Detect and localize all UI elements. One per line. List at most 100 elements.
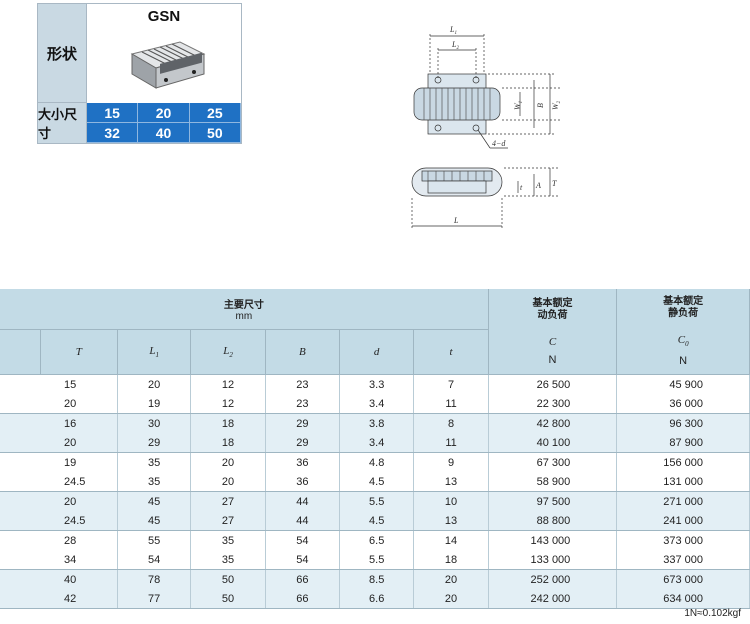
cell-d: 4.5 xyxy=(339,472,415,492)
cell-C0: 673 000 xyxy=(616,569,750,589)
cell-C: 26 500 xyxy=(488,374,618,394)
cell-L2: 27 xyxy=(190,511,266,531)
size-cell: 32 xyxy=(87,123,139,143)
cell-t: 20 xyxy=(413,569,489,589)
cell-L1: 45 xyxy=(117,491,192,511)
cell-L1: 55 xyxy=(117,530,192,550)
cell-C0: 36 000 xyxy=(616,394,750,414)
cell-t: 7 xyxy=(413,374,489,394)
label-t: t xyxy=(520,183,523,192)
cell-B: 36 xyxy=(265,472,341,492)
cell-T: 20 xyxy=(0,433,119,453)
cell-C: 88 800 xyxy=(488,511,618,531)
cell-C: 42 800 xyxy=(488,413,618,433)
cell-C0: 271 000 xyxy=(616,491,750,511)
cell-L2: 12 xyxy=(190,374,266,394)
cell-C: 97 500 xyxy=(488,491,618,511)
cell-C0: 156 000 xyxy=(616,452,750,472)
cell-L1: 19 xyxy=(117,394,192,414)
col-header-T: T xyxy=(40,329,119,375)
col-header-L1: L1 xyxy=(117,329,192,375)
cell-t: 10 xyxy=(413,491,489,511)
cell-T: 28 xyxy=(0,530,119,550)
cell-B: 66 xyxy=(265,569,341,589)
cell-d: 6.6 xyxy=(339,589,415,609)
cell-L1: 35 xyxy=(117,452,192,472)
cell-C: 133 000 xyxy=(488,550,618,570)
col-header-t: t xyxy=(413,329,489,375)
cell-C: 58 900 xyxy=(488,472,618,492)
size-cell: 50 xyxy=(189,123,241,143)
col-header-d: d xyxy=(339,329,415,375)
cell-d: 5.5 xyxy=(339,491,415,511)
cell-t: 9 xyxy=(413,452,489,472)
cell-B: 44 xyxy=(265,491,341,511)
cell-C0: 87 900 xyxy=(616,433,750,453)
cell-d: 3.4 xyxy=(339,394,415,414)
cell-t: 18 xyxy=(413,550,489,570)
cell-B: 54 xyxy=(265,550,341,570)
cell-L2: 18 xyxy=(190,413,266,433)
cell-C0: 373 000 xyxy=(616,530,750,550)
cell-L1: 78 xyxy=(117,569,192,589)
main-dims-header: 主要尺寸 mm xyxy=(0,289,489,330)
model-name: GSN xyxy=(147,8,181,25)
cell-T: 19 xyxy=(0,452,119,472)
cell-L2: 20 xyxy=(190,472,266,492)
cell-t: 14 xyxy=(413,530,489,550)
technical-drawing: L1 L2 W1 B W2 4−d t A T L xyxy=(411,25,562,230)
label-L1: L1 xyxy=(449,25,457,36)
cell-T: 16 xyxy=(0,413,119,433)
cell-C0: 96 300 xyxy=(616,413,750,433)
cell-d: 4.5 xyxy=(339,511,415,531)
cell-L1: 54 xyxy=(117,550,192,570)
cell-T: 40 xyxy=(0,569,119,589)
cell-C0: 337 000 xyxy=(616,550,750,570)
cell-C0: 45 900 xyxy=(616,374,750,394)
size-label: 大小尺寸 xyxy=(38,103,87,143)
cell-L1: 77 xyxy=(117,589,192,609)
label-L2: L2 xyxy=(451,40,459,51)
shape-label: 形状 xyxy=(38,4,87,103)
cell-t: 13 xyxy=(413,511,489,531)
product-card: 形状 GSN 大小尺寸 15 20 25 32 40 50 xyxy=(37,3,242,144)
cell-C0: 634 000 xyxy=(616,589,750,609)
cell-C: 143 000 xyxy=(488,530,618,550)
product-image xyxy=(130,41,206,89)
cell-L1: 30 xyxy=(117,413,192,433)
cell-C: 67 300 xyxy=(488,452,618,472)
cell-L2: 18 xyxy=(190,433,266,453)
cell-B: 36 xyxy=(265,452,341,472)
col-spacer xyxy=(0,329,41,375)
cell-T: 34 xyxy=(0,550,119,570)
cell-t: 20 xyxy=(413,589,489,609)
cell-t: 13 xyxy=(413,472,489,492)
col-header-L2: L2 xyxy=(190,329,266,375)
label-B: B xyxy=(536,103,545,108)
cell-B: 54 xyxy=(265,530,341,550)
cell-T: 24.5 xyxy=(0,472,119,492)
cell-L1: 20 xyxy=(117,374,192,394)
cell-C0: 241 000 xyxy=(616,511,750,531)
cell-C: 40 100 xyxy=(488,433,618,453)
cell-t: 8 xyxy=(413,413,489,433)
size-grid: 15 20 25 32 40 50 xyxy=(87,103,241,143)
cell-B: 66 xyxy=(265,589,341,609)
cell-C: 242 000 xyxy=(488,589,618,609)
cell-B: 23 xyxy=(265,374,341,394)
cell-L2: 12 xyxy=(190,394,266,414)
size-cell: 40 xyxy=(138,123,190,143)
cell-d: 6.5 xyxy=(339,530,415,550)
label-T: T xyxy=(552,179,557,188)
cell-B: 44 xyxy=(265,511,341,531)
cell-L1: 45 xyxy=(117,511,192,531)
cell-d: 3.3 xyxy=(339,374,415,394)
